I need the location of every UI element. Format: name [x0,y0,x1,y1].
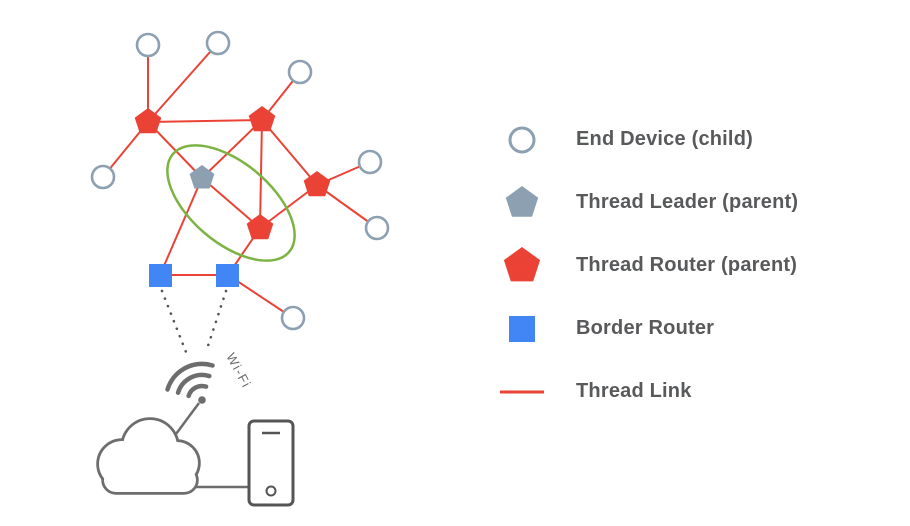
thread-router-node [134,108,162,134]
legend-label-thread-link: Thread Link [576,380,692,402]
wifi-icon: Wi-Fi [165,350,254,404]
legend-label-thread-leader: Thread Leader (parent) [576,191,799,213]
legend-label-border-router: Border Router [576,317,715,339]
legend-row-border-router: Border Router [498,297,858,360]
end-device-icon [498,116,546,164]
legend-row-thread-leader: Thread Leader (parent) [498,171,858,234]
wifi-bridge-dotted-line [204,289,228,354]
end-device-node [135,32,161,58]
end-device-node [280,305,306,331]
wifi-to-cloud-line [174,402,201,435]
thread-router-node [248,106,276,132]
legend: End Device (child) Thread Leader (parent… [498,108,858,423]
border-routers [149,264,239,287]
thread-link [159,177,203,276]
end-device-node [357,149,383,175]
thread-link [259,119,263,229]
thread-router-node [303,171,331,197]
thread-link [261,119,318,186]
border-router-node [149,264,172,287]
thread-router-node [246,214,274,240]
border-router-node [216,264,239,287]
legend-row-thread-link: Thread Link [498,360,858,423]
thread-leader-icon [498,179,546,227]
legend-row-end-device: End Device (child) [498,108,858,171]
end-devices [90,30,390,331]
thread-link [316,184,378,229]
legend-label-end-device: End Device (child) [576,128,753,150]
end-device-node [287,59,313,85]
network-diagram: Wi-Fi [90,30,390,507]
thread-link [147,42,219,123]
thread-link [201,119,263,179]
wifi-label: Wi-Fi [223,350,254,390]
thread-link [147,121,203,179]
wifi-bridge-dotted-line [160,289,188,354]
end-device-node [205,30,231,56]
thread-link [201,177,261,229]
thread-link [147,119,263,123]
leader-highlight-ellipse [166,144,296,262]
cloud-icon [96,417,201,495]
smartphone-icon [247,419,295,507]
thread-link-icon [498,368,546,416]
thread-links [102,42,378,319]
thread-leader-node [189,165,215,189]
wifi-bridge-dotted-lines [160,289,228,354]
backhaul-lines [174,402,256,489]
end-device-node [364,215,390,241]
legend-row-thread-router: Thread Router (parent) [498,234,858,297]
legend-label-thread-router: Thread Router (parent) [576,254,798,276]
thread-router-icon [498,242,546,290]
end-device-node [90,164,116,190]
thread-routers [134,106,331,240]
border-router-icon [498,305,546,353]
